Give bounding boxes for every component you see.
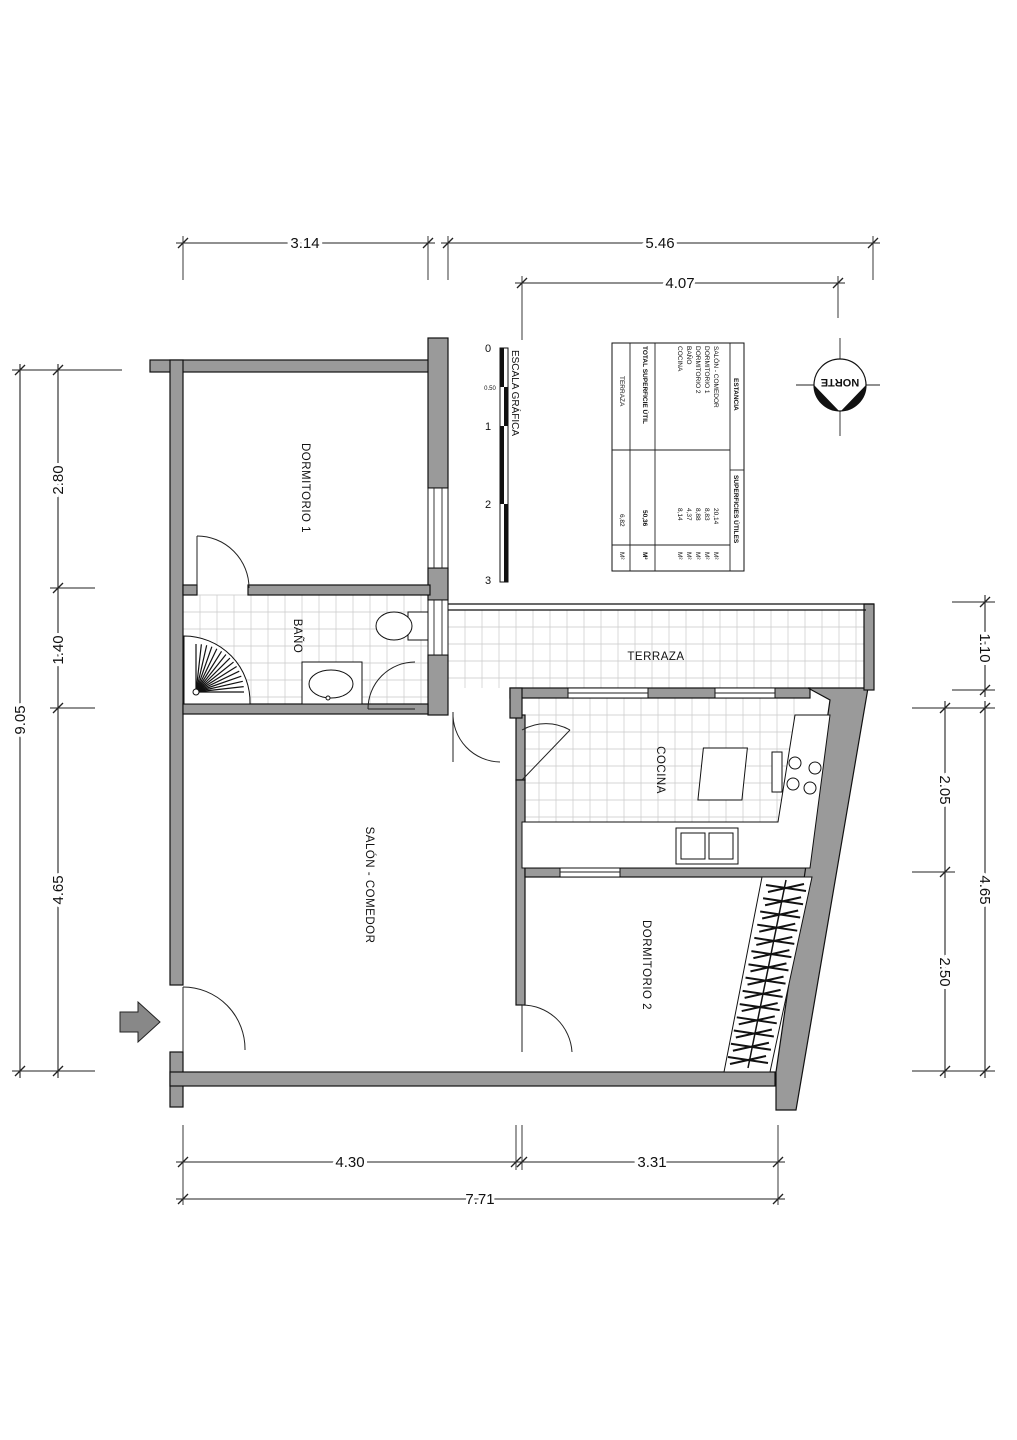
table-row-5-value: 8,14 <box>676 508 683 521</box>
dim-right-2: 2.05 <box>936 775 953 804</box>
dim-left-3: 4.65 <box>50 875 67 904</box>
north-arrow-icon <box>814 385 866 412</box>
kitchen-fixtures <box>521 714 831 869</box>
dimensions-bottom: 4.30 3.31 7.71 <box>176 1125 785 1211</box>
compass-label: NORTE <box>821 376 860 388</box>
windows <box>427 487 776 878</box>
north-compass: NORTE <box>796 338 880 436</box>
room-label-bano: BAÑO <box>291 619 304 654</box>
dimensions-right: 1.10 2.05 2.50 4.65 <box>912 595 996 1078</box>
scale-tick-2: 2 <box>485 499 491 511</box>
table-extra-value: 6,82 <box>618 514 625 527</box>
table-row-4-name: BAÑO <box>685 346 694 364</box>
table-row-3-unit: M² <box>694 552 701 560</box>
dim-bottom-1: 4.30 <box>335 1154 364 1171</box>
walls <box>149 337 875 1111</box>
wardrobe <box>723 876 813 1073</box>
bathroom-fixtures <box>183 611 429 705</box>
terraza-floor-tiles <box>447 609 864 688</box>
dim-bottom-total: 7.71 <box>465 1191 494 1208</box>
dim-top-3: 4.07 <box>665 275 694 292</box>
table-header-superficies: SUPERFICIES ÚTILES <box>732 475 741 544</box>
table-total-value: 50,36 <box>641 510 648 527</box>
entrance-arrow-icon <box>119 1000 161 1044</box>
table-header-estancia: ESTANCIA <box>732 378 739 411</box>
room-label-dormitorio2: DORMITORIO 2 <box>640 920 652 1010</box>
scale-tick-1: 1 <box>485 421 491 433</box>
table-total-unit: M² <box>641 552 648 560</box>
table-row-2-value: 8,83 <box>703 508 710 521</box>
table-row-4-unit: M² <box>685 552 692 560</box>
table-extra-unit: M² <box>618 552 625 560</box>
scale-tick-050: 0.50 <box>484 386 496 392</box>
graphic-scale: 0 0.50 1 2 3 ESCALA GRÁFICA <box>484 343 522 587</box>
scale-tick-0: 0 <box>485 343 491 355</box>
dim-top-1: 3.14 <box>290 235 319 252</box>
table-total-name: TOTAL SUPERFICIE ÚTIL <box>641 346 650 424</box>
table-row-5-unit: M² <box>676 552 683 560</box>
scale-tick-3: 3 <box>485 575 491 587</box>
cooktop-icon <box>697 747 748 801</box>
room-label-cocina: COCINA <box>654 746 666 794</box>
dim-right-1: 1.10 <box>976 633 993 662</box>
table-row-1-name: SALÓN - COMEDOR <box>712 346 721 408</box>
table-row-3-name: DORMITORIO 2 <box>694 346 701 394</box>
dim-left-1: 2.80 <box>50 465 67 494</box>
table-row-3-value: 8,88 <box>694 508 701 521</box>
dimensions-top: 3.14 5.46 4.07 <box>176 232 880 340</box>
surface-table: ESTANCIA SUPERFICIES ÚTILES SALÓN - COME… <box>611 342 745 572</box>
bano-floor-tiles <box>182 594 428 704</box>
table-row-4-value: 4,37 <box>685 508 692 521</box>
table-row-1-unit: M² <box>712 552 719 560</box>
room-label-terraza: TERRAZA <box>627 651 684 663</box>
dim-top-2: 5.46 <box>645 235 674 252</box>
room-label-salon: SALÓN - COMEDOR <box>363 827 376 944</box>
table-row-5-name: COCINA <box>676 346 683 372</box>
dim-left-2: 1.40 <box>50 635 67 664</box>
scale-title: ESCALA GRÁFICA <box>509 350 522 436</box>
table-extra-name: TERRAZA <box>618 376 625 407</box>
table-row-2-name: DORMITORIO 1 <box>703 346 710 394</box>
dim-left-total: 9.05 <box>12 705 29 734</box>
dim-right-4: 2.50 <box>936 957 953 986</box>
dim-bottom-2: 3.31 <box>637 1154 666 1171</box>
dim-right-3: 4.65 <box>976 875 993 904</box>
room-label-dormitorio1: DORMITORIO 1 <box>299 443 311 533</box>
room-labels: DORMITORIO 1 BAÑO TERRAZA COCINA SALÓN -… <box>291 443 684 1010</box>
doors <box>182 535 573 1053</box>
toilet-icon <box>375 611 413 641</box>
table-row-2-unit: M² <box>703 552 710 560</box>
dimensions-left: 9.05 2.80 1.40 4.65 <box>9 364 122 1078</box>
table-row-1-value: 20,14 <box>712 508 719 525</box>
